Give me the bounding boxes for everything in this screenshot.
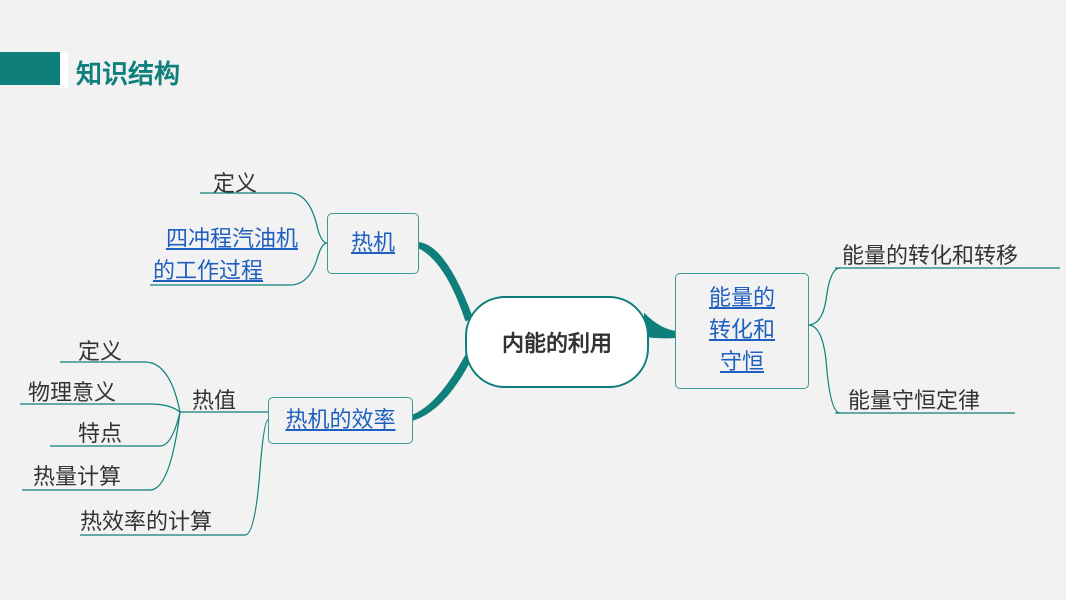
heat-value-physical-meaning: 物理意义: [28, 381, 117, 406]
energy-link-line1[interactable]: 能量的: [708, 286, 775, 311]
energy-conservation-law-leaf: 能量守恒定律: [848, 389, 981, 414]
efficiency-link[interactable]: 热机的效率: [285, 407, 396, 433]
heat-quantity-calculation: 热量计算: [33, 465, 122, 490]
central-node: 内能的利用: [465, 296, 649, 388]
energy-link-line3[interactable]: 守恒: [719, 350, 764, 375]
heat-value-characteristics: 特点: [78, 422, 123, 447]
energy-conservation-node[interactable]: 能量的 转化和 守恒: [675, 273, 809, 389]
energy-transfer-leaf: 能量的转化和转移: [842, 244, 1019, 269]
efficiency-calculation: 热效率的计算: [80, 510, 213, 535]
heat-engine-definition: 定义: [213, 172, 258, 197]
heat-engine-link[interactable]: 热机: [350, 230, 395, 256]
heat-value-label: 热值: [192, 389, 237, 414]
heat-value-definition: 定义: [78, 340, 123, 365]
four-stroke-process[interactable]: 四冲程汽油机 的工作过程: [140, 224, 298, 288]
efficiency-node[interactable]: 热机的效率: [268, 397, 413, 444]
title-accent-bar: [0, 52, 60, 85]
four-stroke-link-line1[interactable]: 四冲程汽油机: [165, 227, 298, 252]
title-accent-gap: [60, 52, 68, 88]
heat-engine-node[interactable]: 热机: [327, 213, 419, 274]
page-title: 知识结构: [76, 60, 181, 90]
four-stroke-link-line2[interactable]: 的工作过程: [153, 259, 264, 284]
energy-link-line2[interactable]: 转化和: [708, 318, 775, 343]
